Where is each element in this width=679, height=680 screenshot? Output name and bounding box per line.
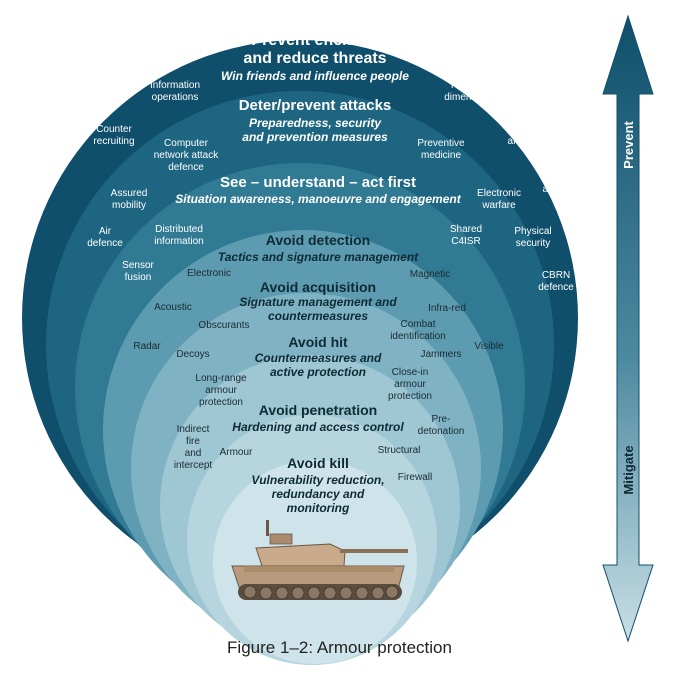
onion-rings	[22, 40, 578, 665]
capability-label: Electronic	[187, 268, 231, 279]
layer-6-subtitle-line2: active protection	[270, 365, 366, 379]
capability-label: Radar	[133, 341, 161, 352]
layer-4-subtitle: Tactics and signature management	[218, 250, 419, 264]
layer-4-title: Avoid detection	[266, 232, 371, 248]
layer-2-subtitle: Preparedness, security	[249, 116, 382, 130]
layer-6-subtitle: Countermeasures and	[255, 351, 382, 365]
capability-label: Infra-red	[428, 303, 466, 314]
prevent-mitigate-arrow: Prevent Mitigate	[602, 14, 654, 643]
layer-2-subtitle-line2: and prevention measures	[242, 130, 388, 144]
layer-1-title: Prevent enemies	[251, 32, 378, 49]
capability-label: Visible	[474, 341, 504, 352]
layer-5-subtitle-line2: countermeasures	[268, 309, 368, 323]
layer-1-subtitle: Win friends and influence people	[221, 69, 409, 83]
layer-5-title: Avoid acquisition	[260, 279, 376, 295]
capability-label: Armour	[220, 447, 253, 458]
arrow-label-prevent: Prevent	[621, 120, 636, 168]
figure-caption: Figure 1–2: Armour protection	[227, 638, 452, 657]
capability-label: Jammers	[420, 349, 461, 360]
capability-label: Pre-detonation	[418, 414, 465, 437]
capability-label: Structural	[378, 445, 421, 456]
layer-8-subtitle: Vulnerability reduction,	[251, 473, 384, 487]
arrow-label-mitigate: Mitigate	[621, 445, 636, 494]
layer-3-title: See – understand – act first	[220, 174, 416, 191]
layer-8-subtitle-line3: monitoring	[287, 501, 350, 515]
layer-7-subtitle: Hardening and access control	[232, 420, 404, 434]
layer-5-subtitle: Signature management and	[239, 295, 397, 309]
tank-illustration	[231, 520, 408, 600]
layer-1-title-line2: and reduce threats	[243, 50, 386, 67]
layer-2-title: Deter/prevent attacks	[239, 97, 392, 114]
layer-titles: Prevent enemies and reduce threats Win f…	[175, 32, 461, 515]
capability-label: Obscurants	[198, 320, 249, 331]
layer-8-subtitle-line2: redundancy and	[272, 487, 365, 501]
capability-label: Acoustic	[154, 302, 192, 313]
capability-label: Firewall	[398, 472, 432, 483]
capability-label: Magnetic	[410, 269, 451, 280]
layer-6-title: Avoid hit	[288, 334, 348, 350]
layer-7-title: Avoid penetration	[259, 402, 378, 418]
layer-8-title: Avoid kill	[287, 455, 349, 471]
layer-3-subtitle: Situation awareness, manoeuvre and engag…	[175, 192, 461, 206]
capability-label: Decoys	[176, 349, 209, 360]
